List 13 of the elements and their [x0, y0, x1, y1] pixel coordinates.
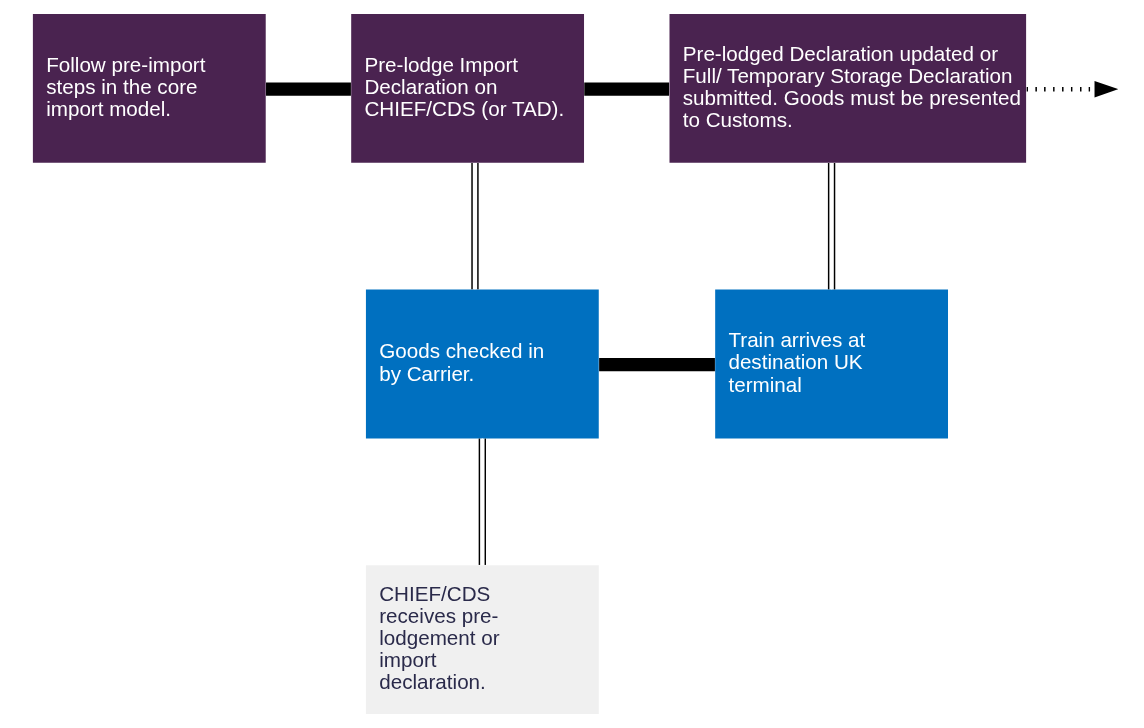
connector — [478, 437, 486, 566]
node-box: Pre-lodge Import Declaration on CHIEF/CDS (or TAD). — [350, 14, 584, 163]
node-box: Train arrives at destination UK terminal — [714, 289, 948, 439]
connector — [470, 162, 479, 291]
node-box: Follow pre-import steps in the core import model. — [32, 14, 266, 163]
arrow — [1026, 80, 1118, 98]
connector — [583, 82, 669, 96]
connector — [265, 82, 351, 96]
connector — [598, 358, 715, 372]
node-box: CHIEF/CDS receives pre-lodgement or import declaration. — [365, 565, 599, 714]
node-box: Goods checked in by Carrier. — [365, 289, 599, 439]
node-box: Pre-lodged Declaration updated or Full/ Temporary Storage Declaration submitted. Goods must be presented to Customs. — [669, 14, 1026, 163]
connector — [827, 162, 835, 291]
